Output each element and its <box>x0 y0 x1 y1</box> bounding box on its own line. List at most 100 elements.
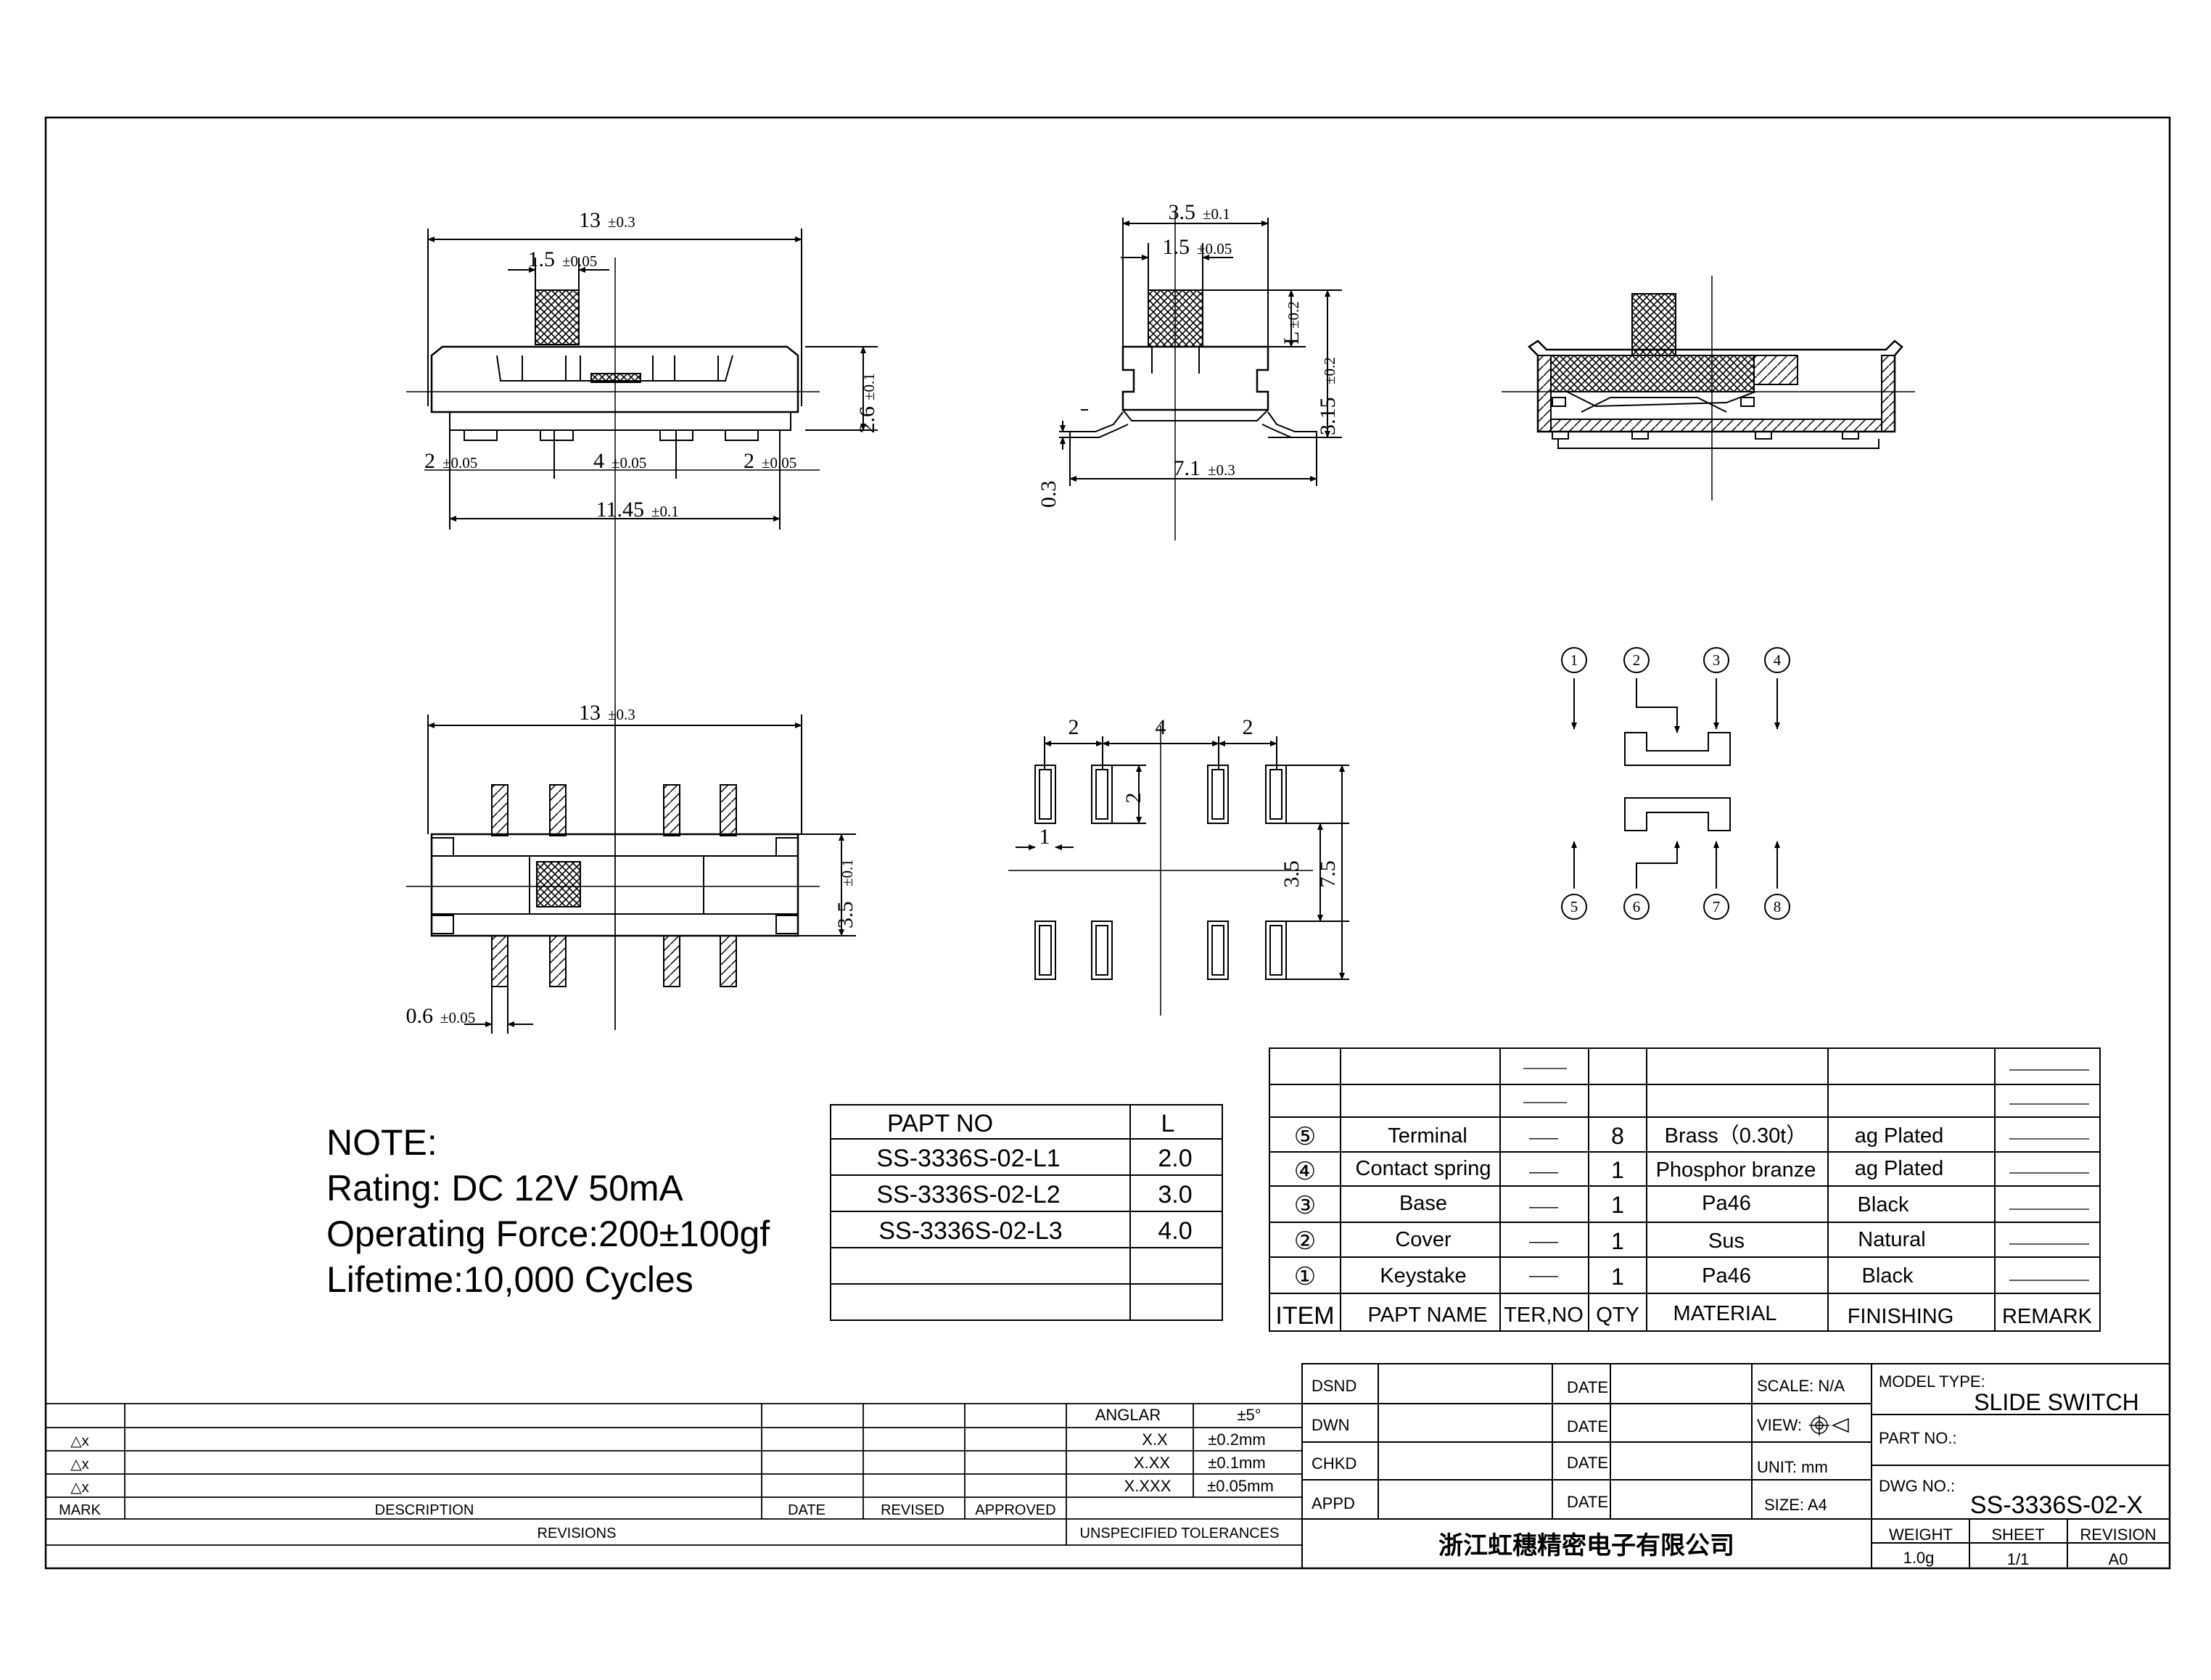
bom-finish: ag Plated <box>1855 1124 1944 1148</box>
top-knob <box>536 861 581 907</box>
pin-8: 8 <box>1774 898 1782 915</box>
bom-header-name: PAPT NAME <box>1368 1304 1488 1327</box>
dim-front-width-tol: ±0.3 <box>608 213 635 231</box>
dim-top-depth: 3.5 <box>833 902 857 929</box>
scale-label: SCALE: N/A <box>1757 1377 1845 1395</box>
part-table-cell: 3.0 <box>1158 1181 1192 1208</box>
bom-material: Pa46 <box>1702 1192 1751 1215</box>
bom-qty: 1 <box>1611 1157 1624 1183</box>
revision-header-description: DESCRIPTION <box>375 1502 474 1518</box>
dim-side-knob-tol: ±0.05 <box>1197 240 1232 258</box>
view-label: VIEW: <box>1757 1416 1802 1434</box>
sheet-value: 1/1 <box>2007 1550 2030 1568</box>
bom-header-finishing: FINISHING <box>1848 1305 1954 1328</box>
part-table-header-L: L <box>1161 1110 1175 1137</box>
revision-block <box>46 1403 1302 1546</box>
part-table-cell: 4.0 <box>1158 1217 1192 1245</box>
pcb-layout <box>1008 725 1349 1016</box>
note-block: NOTE: Rating: DC 12V 50mA Operating Forc… <box>326 1122 770 1300</box>
tolerance-label: ANGLAR <box>1095 1406 1161 1424</box>
part-table-cell: SS-3336S-02-L2 <box>876 1181 1060 1208</box>
dim-pad-h: 2 <box>1121 793 1145 804</box>
unit-label: UNIT: mm <box>1757 1458 1828 1476</box>
revision-value: A0 <box>2109 1550 2128 1568</box>
pin-5: 5 <box>1570 898 1578 915</box>
view-projection-icon <box>1809 1415 1849 1436</box>
bom-ter-no: —— <box>1529 1234 1558 1250</box>
bom-item-no: ③ <box>1294 1192 1316 1219</box>
dim-top-lead: 0.6 <box>406 1004 434 1028</box>
bom-qty: 8 <box>1611 1123 1624 1149</box>
part-table-cell: SS-3336S-02-L1 <box>876 1145 1060 1172</box>
section-view <box>1502 276 1915 501</box>
bom-part-name: Keystake <box>1380 1264 1466 1288</box>
dim-top-lead-tol: ±0.05 <box>440 1009 475 1026</box>
tolerances-footer: UNSPECIFIED TOLERANCES <box>1080 1525 1280 1541</box>
side-knob <box>1148 289 1203 347</box>
note-force: Operating Force:200±100gf <box>326 1214 770 1254</box>
switch-contact-upper <box>1624 732 1731 766</box>
pin-7: 7 <box>1713 898 1721 915</box>
pad-row-bottom <box>1034 921 1287 980</box>
dim-pad-b: 4 <box>1156 715 1166 739</box>
revision-header-mark: MARK <box>59 1502 101 1518</box>
dim-front-knob-tol: ±0.05 <box>562 252 597 270</box>
dim-top-depth-tol: ±0.1 <box>839 859 856 886</box>
dim-side-lead: 0.3 <box>1037 481 1061 508</box>
dim-pitch-b: 4 <box>593 449 604 473</box>
tolerance-value: ±0.2mm <box>1208 1430 1265 1449</box>
dim-top-width: 13 <box>579 701 601 725</box>
bom-material: Sus <box>1708 1230 1745 1253</box>
dim-pitch-c-tol: ±0.05 <box>762 454 796 472</box>
revision-mark: △x <box>70 1433 88 1449</box>
tolerance-label: X.X <box>1142 1430 1168 1449</box>
weight-label: WEIGHT <box>1889 1525 1953 1544</box>
switch-contact-lower <box>1624 797 1731 831</box>
sheet-border <box>44 116 2171 1570</box>
revision-header-approved: APPROVED <box>975 1502 1055 1518</box>
dim-top-width-tol: ±0.3 <box>608 706 635 723</box>
part-table-cell: 2.0 <box>1158 1145 1192 1172</box>
role-dwn: DWN <box>1312 1416 1350 1434</box>
bom-ter-no: —— <box>1529 1164 1558 1180</box>
revision-mark: △x <box>70 1480 88 1496</box>
bom-item-no: ② <box>1294 1227 1316 1255</box>
note-lifetime: Lifetime:10,000 Cycles <box>326 1259 693 1300</box>
dim-pitch-a-tol: ±0.05 <box>442 454 477 472</box>
sheet-label: SHEET <box>1991 1525 2044 1544</box>
front-knob <box>535 289 580 345</box>
bom-qty: 1 <box>1611 1192 1624 1218</box>
company-name: 浙江虹穗精密电子有限公司 <box>1438 1531 1734 1560</box>
schematic <box>1561 647 1790 920</box>
bom-header-remark: REMARK <box>2002 1305 2093 1328</box>
dim-side-height: 3.15 <box>1316 398 1340 436</box>
date-label: DATE <box>1567 1454 1608 1472</box>
pad-row-top <box>1034 765 1287 824</box>
bom-ter-no: —— <box>1529 1130 1558 1146</box>
bom-table <box>1269 1047 2101 1332</box>
dim-pad-c: 2 <box>1243 715 1253 739</box>
role-chkd: CHKD <box>1312 1454 1356 1473</box>
dwg-no-value: SS-3336S-02-X <box>1970 1491 2143 1519</box>
size-label: SIZE: A4 <box>1764 1496 1827 1514</box>
date-label: DATE <box>1567 1417 1608 1436</box>
role-appd: APPD <box>1312 1494 1355 1512</box>
dim-side-L-tol: ±0.2 <box>1285 301 1302 329</box>
top-view <box>406 715 856 1034</box>
bom-qty: 1 <box>1611 1228 1624 1254</box>
tolerance-value: ±5° <box>1237 1406 1261 1424</box>
bom-qty: 1 <box>1611 1264 1624 1290</box>
bom-finish: Natural <box>1858 1228 1926 1251</box>
bom-ter-no: —— <box>1529 1199 1558 1215</box>
date-label: DATE <box>1567 1493 1608 1511</box>
part-table-header-no: PAPT NO <box>887 1110 993 1137</box>
bom-item-no: ⑤ <box>1294 1123 1316 1150</box>
dwg-no-label: DWG NO.: <box>1879 1477 1955 1495</box>
dim-pitch-a: 2 <box>424 449 435 473</box>
dim-front-span-tol: ±0.1 <box>651 503 679 520</box>
pin-4: 4 <box>1774 651 1782 669</box>
pin-3: 3 <box>1713 651 1721 669</box>
pin-2: 2 <box>1633 651 1641 669</box>
tolerance-label: X.XXX <box>1124 1477 1172 1495</box>
